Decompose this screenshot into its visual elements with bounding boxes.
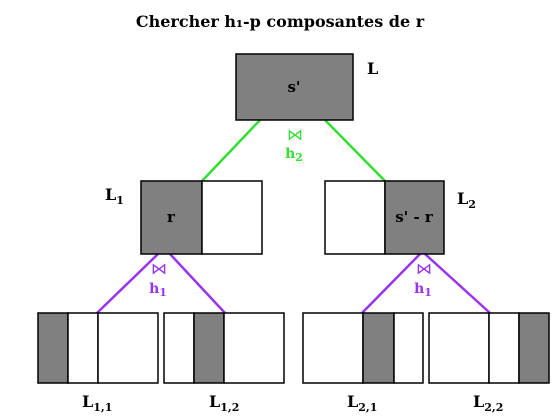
join-right: ⋈ h1 (414, 259, 432, 299)
edge-root-left (201, 119, 261, 182)
leaf-l21-label: L2,1 (347, 392, 377, 414)
join-left-symbol: ⋈ (151, 259, 167, 278)
leaf-l12-white-a (163, 312, 195, 384)
leaf-l11-gray (37, 312, 69, 384)
leaf-l21-gray (362, 312, 395, 384)
edge-left-leaf12 (169, 253, 226, 314)
join-top-h: h2 (285, 146, 303, 164)
leaf-l12-white-b (223, 312, 285, 384)
leaf-l22-white-a (428, 312, 490, 384)
leaf-l12-label: L1,2 (209, 392, 239, 414)
leaf-l21-white-b (393, 312, 424, 384)
leaf-l22: L2,2 (428, 312, 550, 414)
leaf-l12-gray (193, 312, 225, 384)
leaf-l11-white-b (97, 312, 159, 384)
leaf-l11-label: L1,1 (82, 392, 112, 414)
node-left-text: r (167, 208, 176, 226)
leaf-l22-label: L2,2 (473, 392, 503, 414)
node-left: r L1 (105, 180, 263, 255)
leaf-l11-white-a (67, 312, 99, 384)
join-right-h: h1 (414, 281, 432, 299)
root-box-text: s' (287, 78, 300, 96)
leaf-l22-gray (518, 312, 550, 384)
edge-right-leaf22 (424, 253, 491, 314)
edge-root-right (324, 119, 386, 182)
join-right-symbol: ⋈ (416, 259, 432, 278)
root-box (235, 53, 354, 121)
edge-left-leaf11 (96, 253, 159, 314)
leaf-l21-white-a (302, 312, 364, 384)
join-top: ⋈ h2 (285, 125, 303, 164)
join-left-h: h1 (149, 281, 167, 299)
leaf-l11: L1,1 (37, 312, 159, 414)
leaf-l12: L1,2 (163, 312, 285, 414)
node-right: s' - r L2 (324, 180, 476, 255)
edge-right-leaf21 (361, 253, 421, 314)
node-left-white (201, 180, 263, 255)
node-left-label: L1 (105, 185, 124, 207)
leaf-l22-white-b (488, 312, 520, 384)
node-right-white (324, 180, 386, 255)
root-label: L (367, 59, 378, 78)
node-right-label: L2 (457, 189, 476, 211)
node-right-gray (384, 180, 445, 255)
leaf-l21: L2,1 (302, 312, 424, 414)
join-top-symbol: ⋈ (287, 125, 303, 144)
node-left-gray (140, 180, 203, 255)
node-right-text: s' - r (395, 208, 434, 226)
root-node: s' L (235, 53, 378, 121)
diagram-title: Chercher h₁-p composantes de r (136, 12, 425, 31)
join-left: ⋈ h1 (149, 259, 167, 299)
